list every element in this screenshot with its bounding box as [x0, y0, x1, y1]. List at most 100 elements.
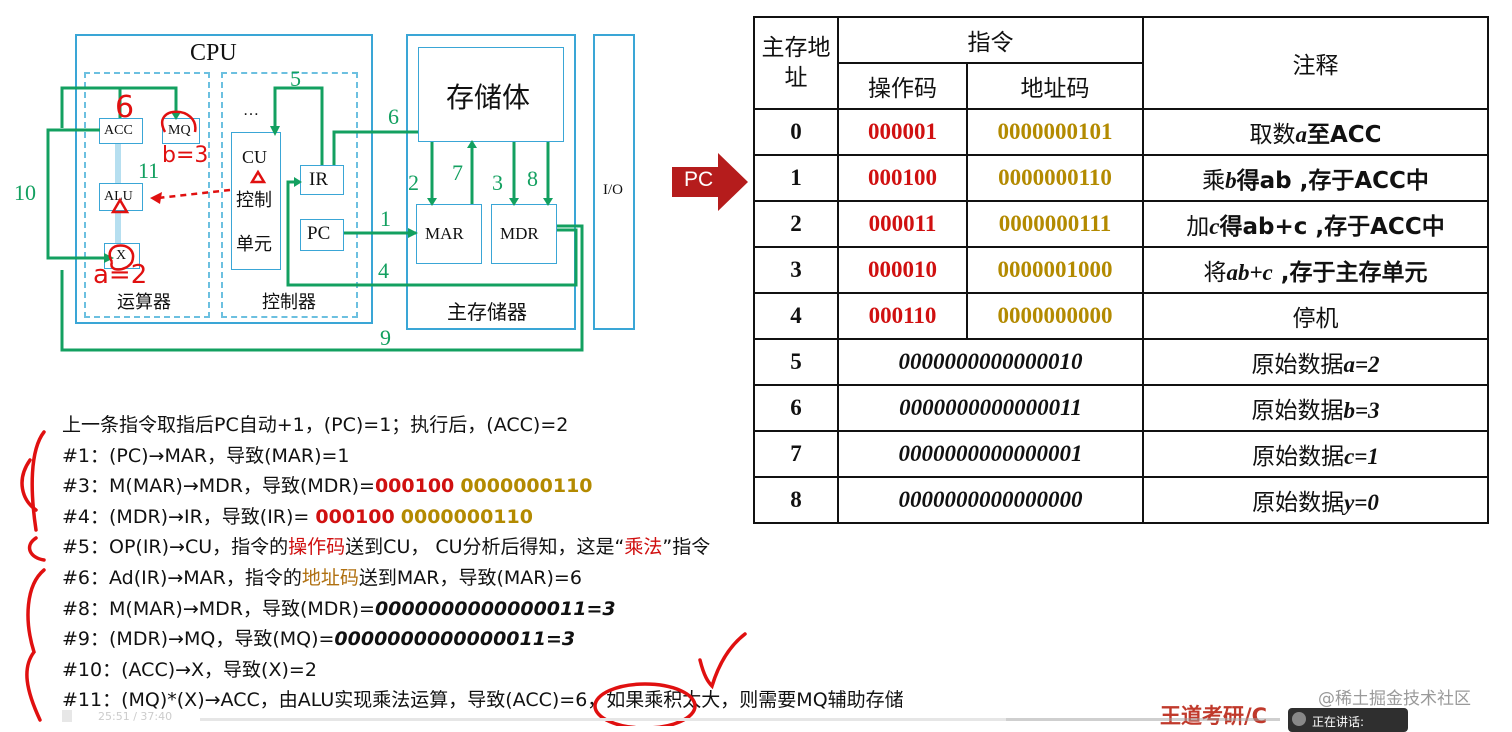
- step-num-3: 3: [492, 170, 503, 195]
- mdr-register: [491, 204, 557, 264]
- table-row: 6 0000000000000011 原始数据b=3: [753, 384, 1489, 432]
- row-address: 6: [753, 384, 839, 432]
- table-row: 1 000100 0000000110 乘b得ab ,存于ACC中: [753, 154, 1489, 202]
- step-line-6: #6：Ad(IR)→MAR，指令的地址码送到MAR，导致(MAR)=6: [62, 563, 904, 594]
- step-line-1: #1：(PC)→MAR，导致(MAR)=1: [62, 444, 350, 467]
- step-text: #8：M(MAR)→MDR，导致(MDR)=: [62, 597, 375, 620]
- note-text: 原始数据: [1252, 490, 1345, 516]
- bus-path-9: [60, 224, 584, 352]
- note-italic: ab+c: [1226, 260, 1273, 285]
- table-row: 4 000110 0000000000 停机: [753, 292, 1489, 340]
- speaker-avatar: [1292, 712, 1306, 726]
- note-text: 原始数据: [1251, 352, 1344, 378]
- step-text: 送到MAR，导致(MAR)=6: [358, 566, 582, 589]
- step-num-8: 8: [527, 166, 538, 191]
- mq-label: MQ: [168, 123, 191, 138]
- row-data-bits: 0000000000000010: [837, 338, 1144, 386]
- step-line-10: #10：(ACC)→X，导致(X)=2: [62, 658, 317, 681]
- main-memory-label: 主存储器: [447, 300, 527, 324]
- bus-path-6: [332, 130, 418, 165]
- header-address: 主存地址: [753, 16, 839, 110]
- ir-register: [300, 165, 344, 195]
- row-opcode: 000010: [837, 246, 968, 294]
- arrowhead-3: [509, 198, 519, 206]
- ir-label: IR: [309, 169, 328, 190]
- speaking-status: 正在讲话:: [1312, 715, 1365, 729]
- arrowhead-7: [467, 140, 477, 148]
- step-line-4: #4：(MDR)→IR，导致(IR)= 000100 0000000110: [62, 502, 904, 533]
- step-line-5: #5：OP(IR)→CU，指令的操作码送到CU， CU分析后得知，这是“乘法”指…: [62, 532, 904, 563]
- table-row: 3 000010 0000001000 将ab+c ,存于主存单元: [753, 246, 1489, 294]
- step-opcode: 000100: [315, 505, 395, 528]
- row-note: 原始数据y=0: [1142, 476, 1489, 524]
- time-display: 25:51 / 37:40: [98, 710, 173, 723]
- step-line-3: #3：M(MAR)→MDR，导致(MDR)=000100 0000000110: [62, 471, 904, 502]
- hand-bracket-1: [30, 430, 46, 532]
- row-addrcode: 0000000111: [966, 200, 1144, 248]
- header-opcode: 操作码: [837, 62, 968, 110]
- note-text: 原始数据: [1252, 444, 1345, 470]
- row-opcode: 000100: [837, 154, 968, 202]
- row-address: 8: [753, 476, 839, 524]
- step-num-5: 5: [290, 66, 301, 91]
- hand-bracket-4: [25, 568, 46, 722]
- volume-icon[interactable]: [62, 710, 72, 722]
- pc-pointer: PC: [672, 153, 750, 215]
- step-text: #6：Ad(IR)→MAR，指令的: [62, 566, 302, 589]
- row-addrcode: 0000000110: [966, 154, 1144, 202]
- storage-body: [418, 47, 564, 142]
- play-pause-icon[interactable]: [10, 710, 22, 724]
- memory-table: 主存地址 指令 注释 操作码 地址码 0 000001 0000000101 取…: [753, 16, 1489, 524]
- mar-register: [416, 204, 482, 264]
- video-player-bar: 25:51 / 37:40 正在讲话:: [0, 706, 1512, 732]
- alu-unit-box: [84, 72, 210, 318]
- step-num-9: 9: [380, 325, 391, 350]
- row-opcode: 000011: [837, 200, 968, 248]
- note-italic: y=0: [1344, 490, 1379, 515]
- note-text: 将: [1203, 260, 1227, 286]
- progress-fill: [200, 718, 1006, 721]
- header-note: 注释: [1142, 16, 1489, 110]
- cu-alu-signal: [157, 188, 231, 200]
- hand-bracket-2: [20, 458, 38, 512]
- step-line-0: 上一条指令取指后PC自动+1，(PC)=1；执行后，(ACC)=2: [62, 414, 569, 436]
- note-text-post: 得ab+c ,存于ACC中: [1219, 214, 1445, 240]
- main-memory-box: [406, 34, 576, 330]
- header-addrcode: 地址码: [966, 62, 1144, 110]
- step-text: #5：OP(IR)→CU，指令的: [62, 536, 289, 559]
- row-address: 0: [753, 108, 839, 156]
- note-italic: c: [1209, 214, 1220, 239]
- row-addrcode: 0000001000: [966, 246, 1144, 294]
- row-note: 加c得ab+c ,存于ACC中: [1142, 200, 1489, 248]
- arrowhead-5: [270, 126, 280, 136]
- note-text: 停机: [1292, 306, 1339, 332]
- arrowhead-mq: [171, 112, 181, 120]
- table-row: 7 0000000000000001 原始数据c=1: [753, 430, 1489, 478]
- step-line-11: #11：(MQ)*(X)→ACC，由ALU实现乘法运算，导致(ACC)=6，如果…: [62, 689, 904, 712]
- step-text: 送到CU， CU分析后得知，这是“: [345, 536, 625, 559]
- cu-dots: …: [243, 102, 259, 119]
- table-row: 5 0000000000000010 原始数据a=2: [753, 338, 1489, 386]
- brand-label: 王道考研/C: [1160, 704, 1268, 728]
- step-text: ”指令: [662, 536, 711, 559]
- step-addrcode: 0000000110: [460, 475, 593, 498]
- bus-path-10: [46, 128, 104, 260]
- bus-path-5: [273, 86, 324, 165]
- alu-box: [99, 183, 143, 211]
- arrowhead-2: [427, 198, 437, 206]
- hand-mq-value: b=3: [162, 143, 209, 168]
- step-opcode: 000100: [374, 475, 455, 498]
- row-note: 原始数据b=3: [1142, 384, 1489, 432]
- table-row: 2 000011 0000000111 加c得ab+c ,存于ACC中: [753, 200, 1489, 248]
- pc-pointer-label: PC: [684, 168, 714, 191]
- note-italic: b: [1225, 168, 1237, 193]
- pc-label: PC: [307, 223, 331, 244]
- step-num-11: 11: [138, 158, 160, 183]
- hand-annotations: [20, 430, 747, 726]
- hand-circle-mq: [161, 110, 197, 133]
- acc-label: ACC: [104, 123, 133, 138]
- step-value: 0000000000000011=3: [374, 597, 616, 620]
- step-num-6: 6: [388, 104, 399, 129]
- note-text: 取数: [1249, 122, 1296, 148]
- hand-x-value: a=2: [93, 260, 148, 290]
